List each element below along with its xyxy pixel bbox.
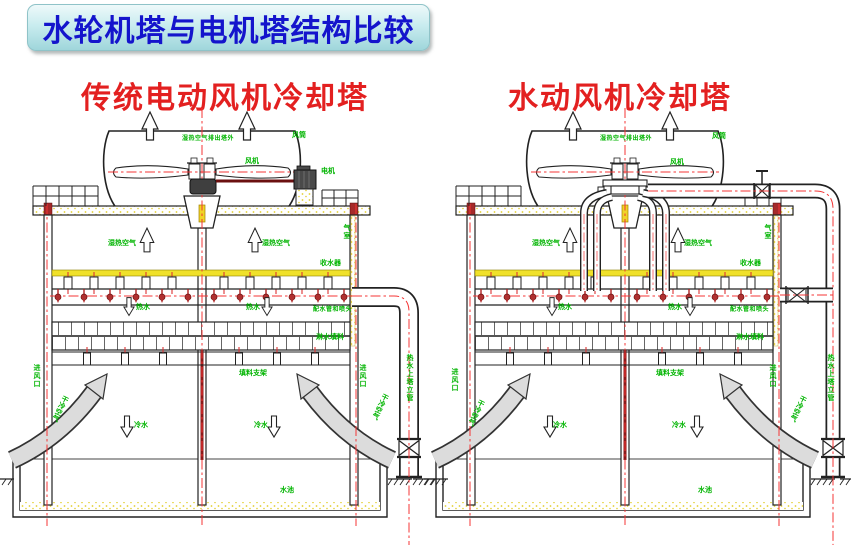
title-banner: 水轮机塔与电机塔结构比较 <box>27 4 430 51</box>
label-fill-support-left: 填料支架 <box>239 370 267 377</box>
label-cold-water-left-1: 冷水 <box>134 422 148 429</box>
label-air-inlet-right-2: 进风口 <box>769 364 776 388</box>
label-riser-right: 热水上塔立管 <box>827 354 834 402</box>
label-air-out-left: 湿热空气排出塔外 <box>182 136 235 142</box>
label-cold-water-right-1: 冷水 <box>553 422 567 429</box>
subtitle-electric-fan-tower: 传统电动风机冷却塔 <box>81 82 369 115</box>
label-fan-stack-right: 风筒 <box>712 133 726 140</box>
label-air-chamber-left: 气室 <box>343 224 350 240</box>
label-cold-water-right-2: 冷水 <box>672 422 686 429</box>
label-drift-eliminator-left: 收水器 <box>320 260 341 267</box>
label-basin-right: 水池 <box>698 487 712 494</box>
label-humid-air-right-1: 湿热空气 <box>532 240 560 247</box>
label-cold-water-left-2: 冷水 <box>254 422 268 429</box>
label-hot-water-right-2: 热水 <box>668 304 682 311</box>
label-basin-left: 水池 <box>280 487 294 494</box>
hot-water-riser-right <box>648 170 851 545</box>
label-drift-eliminator-right: 收水器 <box>740 260 761 267</box>
label-hot-water-right-1: 热水 <box>558 304 572 311</box>
label-humid-air-left-1: 湿热空气 <box>108 240 136 247</box>
label-hot-water-left-1: 热水 <box>136 304 150 311</box>
label-dist-pipes-left: 配水管和喷头 <box>313 307 353 313</box>
subtitle-water-fan-tower: 水动风机冷却塔 <box>508 82 732 115</box>
label-hot-water-left-2: 热水 <box>246 304 260 311</box>
motor-and-drive-shaft <box>189 165 317 206</box>
label-riser-left: 热水上塔立管 <box>406 354 413 402</box>
label-fan-stack-left: 风筒 <box>292 132 306 139</box>
tower-right-drawing <box>413 108 851 545</box>
label-fill-right: 淋水填料 <box>736 334 764 341</box>
hot-water-riser-left <box>352 287 449 545</box>
label-air-inlet-right-1: 进风口 <box>451 368 458 392</box>
label-motor: 电机 <box>321 168 335 175</box>
cooling-tower-comparison-drawing <box>0 105 851 545</box>
tower-left-drawing <box>0 108 449 545</box>
label-fan-left: 风机 <box>245 158 259 165</box>
label-air-chamber-right: 气室 <box>764 224 771 240</box>
label-fill-support-right: 填料支架 <box>656 370 684 377</box>
label-dist-pipes-right: 配水管和喷头 <box>730 307 770 313</box>
label-humid-air-right-2: 湿热空气 <box>684 240 712 247</box>
label-air-out-right: 湿热空气排出塔外 <box>600 136 653 142</box>
page-title: 水轮机塔与电机塔结构比较 <box>42 14 415 48</box>
label-humid-air-left-2: 湿热空气 <box>262 240 290 247</box>
tower-left-shell <box>0 108 412 526</box>
label-air-inlet-left-2: 进风口 <box>359 364 366 388</box>
label-fill-left: 淋水填料 <box>316 334 344 341</box>
label-fan-right: 风机 <box>670 159 684 166</box>
tower-right-shell <box>413 108 835 526</box>
water-turbine-and-pipes <box>580 179 670 291</box>
label-air-inlet-left-1: 进风口 <box>33 364 40 388</box>
